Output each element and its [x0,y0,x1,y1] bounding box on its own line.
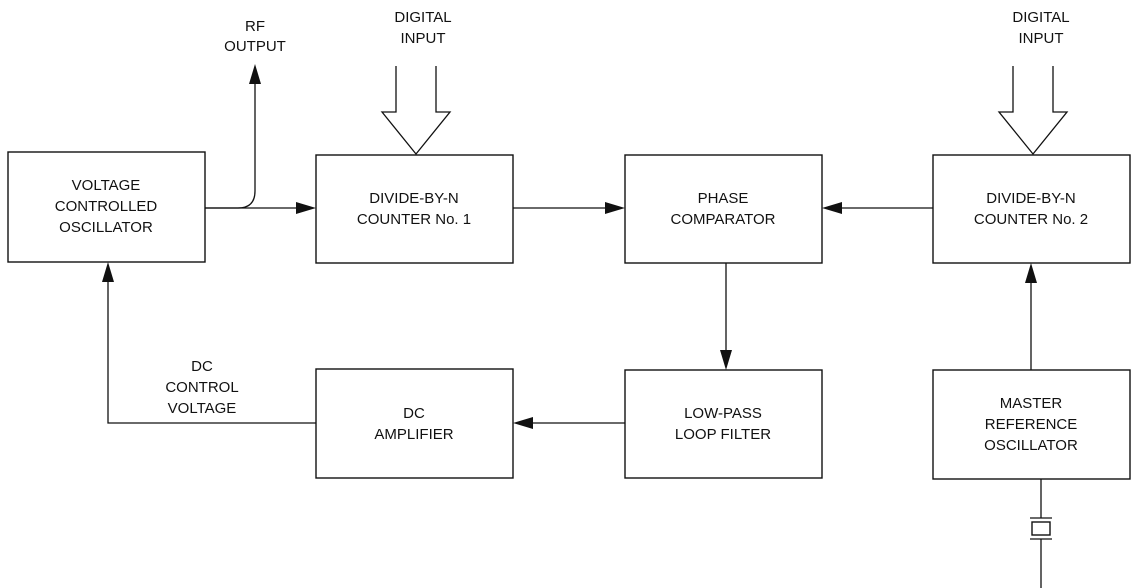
counter-2-block: DIVIDE-BY-N COUNTER No. 2 [932,154,1131,264]
dc-amplifier-label-line-2: AMPLIFIER [374,426,453,443]
phase-comparator-block: PHASE COMPARATOR [624,154,823,264]
crystal-icon [1030,479,1052,588]
digital-input-2-bus-arrow [997,66,1069,156]
rf-output-label: RF OUTPUT [224,18,286,55]
arrowhead-right [296,202,316,214]
arrowhead-up [102,262,114,282]
arrowhead-left [513,417,533,429]
digital-input-1-label-line-1: DIGITAL [394,9,451,26]
loop-filter-label-line-2: LOOP FILTER [675,426,771,443]
vco-block: VOLTAGE CONTROLLED OSCILLATOR [7,151,206,263]
arrowhead-right [605,202,625,214]
phase-comparator-label-line-2: COMPARATOR [670,211,775,228]
digital-input-2-label-line-1: DIGITAL [1012,9,1069,26]
master-oscillator-label-line-2: REFERENCE [985,416,1078,433]
digital-input-1-label: DIGITAL INPUT [394,9,451,47]
counter-1-label-line-1: DIVIDE-BY-N [369,190,458,207]
counter-2-to-phase-comparator-wire [822,202,933,214]
phase-comparator-to-loop-filter-wire [720,263,732,370]
counter-1-to-phase-comparator-wire [513,202,625,214]
loop-filter-label-line-1: LOW-PASS [684,405,762,422]
dc-control-voltage-label-line-1: DC [191,358,213,375]
counter-1-label-line-2: COUNTER No. 1 [357,211,471,228]
loop-filter-to-dc-amplifier-wire [513,417,625,429]
digital-input-2-label-line-2: INPUT [1019,30,1064,47]
arrowhead-up [1025,263,1037,283]
dc-amplifier-label-line-1: DC [403,405,425,422]
counter-1-block: DIVIDE-BY-N COUNTER No. 1 [315,154,514,264]
digital-input-1-label-line-2: INPUT [401,30,446,47]
master-oscillator-block: MASTER REFERENCE OSCILLATOR [932,369,1131,480]
digital-input-2-label: DIGITAL INPUT [1012,9,1069,47]
rf-output-wire [205,64,261,209]
vco-label-line-3: OSCILLATOR [59,219,153,236]
arrowhead-down [720,350,732,370]
dc-control-voltage-label-line-2: CONTROL [165,379,238,396]
dc-control-voltage-label-line-3: VOLTAGE [168,400,237,417]
master-oscillator-label-line-1: MASTER [1000,395,1063,412]
arrowhead-left [822,202,842,214]
dc-control-voltage-wire [102,262,316,424]
rf-output-label-line-1: RF [245,18,265,35]
vco-label-line-2: CONTROLLED [55,198,158,215]
digital-input-1-bus-arrow [380,66,452,156]
rf-output-label-line-2: OUTPUT [224,38,286,55]
loop-filter-block: LOW-PASS LOOP FILTER [624,369,823,479]
arrowhead-up [249,64,261,84]
dc-control-voltage-label: DC CONTROL VOLTAGE [165,358,238,417]
master-oscillator-to-counter-2-wire [1025,263,1037,370]
counter-2-label-line-1: DIVIDE-BY-N [986,190,1075,207]
dc-amplifier-block: DC AMPLIFIER [315,368,514,479]
vco-label-line-1: VOLTAGE [72,177,141,194]
master-oscillator-label-line-3: OSCILLATOR [984,437,1078,454]
phase-comparator-label-line-1: PHASE [698,190,749,207]
counter-2-label-line-2: COUNTER No. 2 [974,211,1088,228]
